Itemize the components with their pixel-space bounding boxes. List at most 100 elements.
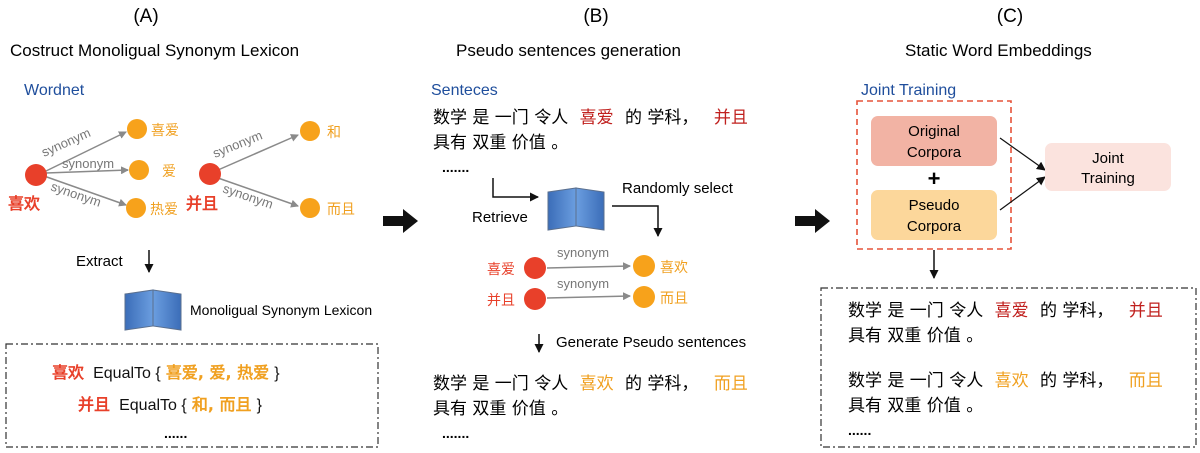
edge-bingqie-he — [217, 134, 299, 171]
panel-a: (A) Costruct Monoligual Synonym Lexicon … — [5, 6, 379, 448]
panel-c-label: (C) — [997, 6, 1023, 27]
sentence-highlight: 喜欢 — [995, 371, 1029, 391]
extract-label: Extract — [76, 253, 124, 270]
corpora-dashed-box — [856, 100, 1012, 250]
output-sentence-2-line1: 数学 是 一门 令人 喜欢 的 学科， 而且 — [848, 371, 1163, 391]
syn-source-node — [524, 288, 546, 310]
lexicon-entry-1: 喜欢 EqualTo { 喜爱, 爱, 热爱 } — [52, 363, 280, 382]
generate-label: Generate Pseudo sentences — [556, 334, 746, 351]
panel-c: (C) Static Word Embeddings Joint Trainin… — [820, 6, 1197, 448]
panel-a-title: Costruct Monoligual Synonym Lexicon — [10, 41, 299, 60]
panel-b: (B) Pseudo sentences generation Senteces… — [431, 6, 748, 441]
node-label: 热爱 — [150, 202, 178, 218]
pseudo-to-joint-arrow — [999, 176, 1046, 211]
syn-source-label: 并且 — [487, 293, 515, 309]
joint-training-box — [1045, 143, 1171, 191]
sentences-section-label: Senteces — [431, 82, 498, 99]
node-target — [126, 198, 146, 218]
node-source-bingqie — [199, 163, 221, 185]
syn-edge — [546, 262, 631, 271]
wordnet-section-label: Wordnet — [24, 82, 85, 99]
lexicon-label: Monoligual Synonym Lexicon — [190, 302, 372, 318]
original-to-joint-arrow — [999, 137, 1046, 171]
original-corpora-label: Corpora — [907, 144, 962, 161]
original-corpora-label: Original — [908, 123, 960, 140]
node-target — [300, 121, 320, 141]
synonym-edges-right: synonym synonym — [211, 127, 299, 212]
node-target — [129, 160, 149, 180]
random-select-arrow — [612, 205, 663, 237]
arrow-b-to-c — [795, 209, 830, 233]
retrieve-label: Retrieve — [472, 209, 528, 226]
synonym-edges-left: synonym synonym synonym — [39, 125, 129, 210]
edge-label-synonym: synonym — [211, 127, 265, 160]
syn-target-node — [633, 255, 655, 277]
node-target — [127, 119, 147, 139]
panel-c-title: Static Word Embeddings — [905, 41, 1092, 60]
output-sentences-box — [820, 287, 1197, 448]
entry-close: } — [274, 365, 280, 382]
syn-source-label: 喜爱 — [487, 262, 515, 278]
sentence-text: 的 学科， — [625, 374, 698, 394]
sentence-highlight: 喜欢 — [580, 374, 614, 394]
entry-close: } — [257, 397, 263, 414]
sentence-text: 数学 是 一门 令人 — [433, 108, 568, 128]
syn-target-label: 而且 — [660, 291, 688, 307]
edge-label-synonym: synonym — [49, 179, 103, 210]
book-icon — [547, 187, 605, 231]
sentence-text: 的 学科， — [1040, 301, 1113, 321]
panel-b-title: Pseudo sentences generation — [456, 41, 681, 60]
edge-xihuan-reai — [43, 175, 127, 207]
edge-label-synonym: synonym — [557, 276, 609, 291]
pseudo-sentence-line2: 具有 双重 价值 。 — [433, 399, 568, 419]
node-label: 和 — [327, 125, 341, 141]
sentence-highlight: 而且 — [1129, 371, 1163, 391]
entry-values: 和, 而且 — [192, 395, 252, 414]
book-icon — [124, 289, 182, 331]
sentence-highlight: 并且 — [714, 108, 748, 128]
entry-values: 喜爱, 爱, 热爱 — [166, 363, 269, 382]
panel-b-label: (B) — [583, 6, 608, 27]
retrieve-arrow — [492, 178, 539, 202]
lexicon-entry-2: 并且 EqualTo { 和, 而且 } — [78, 395, 263, 414]
edge-label-synonym: synonym — [62, 156, 114, 171]
output-sentence-1-line1: 数学 是 一门 令人 喜爱 的 学科， 并且 — [848, 301, 1163, 321]
original-sentence-line1: 数学 是 一门 令人 喜爱 的 学科， 并且 — [433, 108, 748, 128]
pseudo-corpora-label: Pseudo — [909, 197, 960, 214]
joint-training-label: Training — [1081, 170, 1135, 187]
pseudo-corpora-label: Corpora — [907, 218, 962, 235]
entry-word: 并且 — [78, 395, 110, 414]
sentence-highlight: 喜爱 — [580, 108, 614, 128]
original-corpora-box — [871, 116, 997, 166]
output-ellipsis: ...... — [848, 422, 871, 438]
entry-relation: EqualTo { — [93, 365, 161, 382]
node-label: 喜爱 — [151, 123, 179, 139]
sentence-text: 数学 是 一门 令人 — [848, 371, 983, 391]
plus-sign: + — [928, 166, 941, 191]
sentences-ellipsis: ....... — [442, 159, 469, 175]
node-label-bingqie: 并且 — [186, 194, 218, 213]
arrow-a-to-b — [383, 209, 418, 233]
panel-a-label: (A) — [133, 6, 158, 27]
edge-label-synonym: synonym — [39, 125, 93, 160]
node-label: 而且 — [327, 202, 355, 218]
entry-relation: EqualTo { — [119, 397, 187, 414]
lexicon-ellipsis: ...... — [164, 425, 187, 441]
sentence-text: 数学 是 一门 令人 — [848, 301, 983, 321]
syn-source-node — [524, 257, 546, 279]
syn-target-label: 喜欢 — [660, 260, 688, 276]
joint-training-section-label: Joint Training — [861, 82, 956, 99]
syn-target-node — [633, 286, 655, 308]
random-select-label: Randomly select — [622, 180, 734, 197]
sentence-highlight: 而且 — [714, 374, 748, 394]
original-sentence-line2: 具有 双重 价值 。 — [433, 133, 568, 153]
pseudo-corpora-box — [871, 190, 997, 240]
pseudo-sentence-line1: 数学 是 一门 令人 喜欢 的 学科， 而且 — [433, 374, 748, 394]
node-target — [300, 198, 320, 218]
output-sentence-2-line2: 具有 双重 价值 。 — [848, 396, 983, 416]
node-label-xihuan: 喜欢 — [8, 194, 41, 213]
edge-label-synonym: synonym — [221, 181, 275, 212]
sentence-text: 的 学科， — [1040, 371, 1113, 391]
edge-xihuan-ai — [45, 166, 129, 175]
